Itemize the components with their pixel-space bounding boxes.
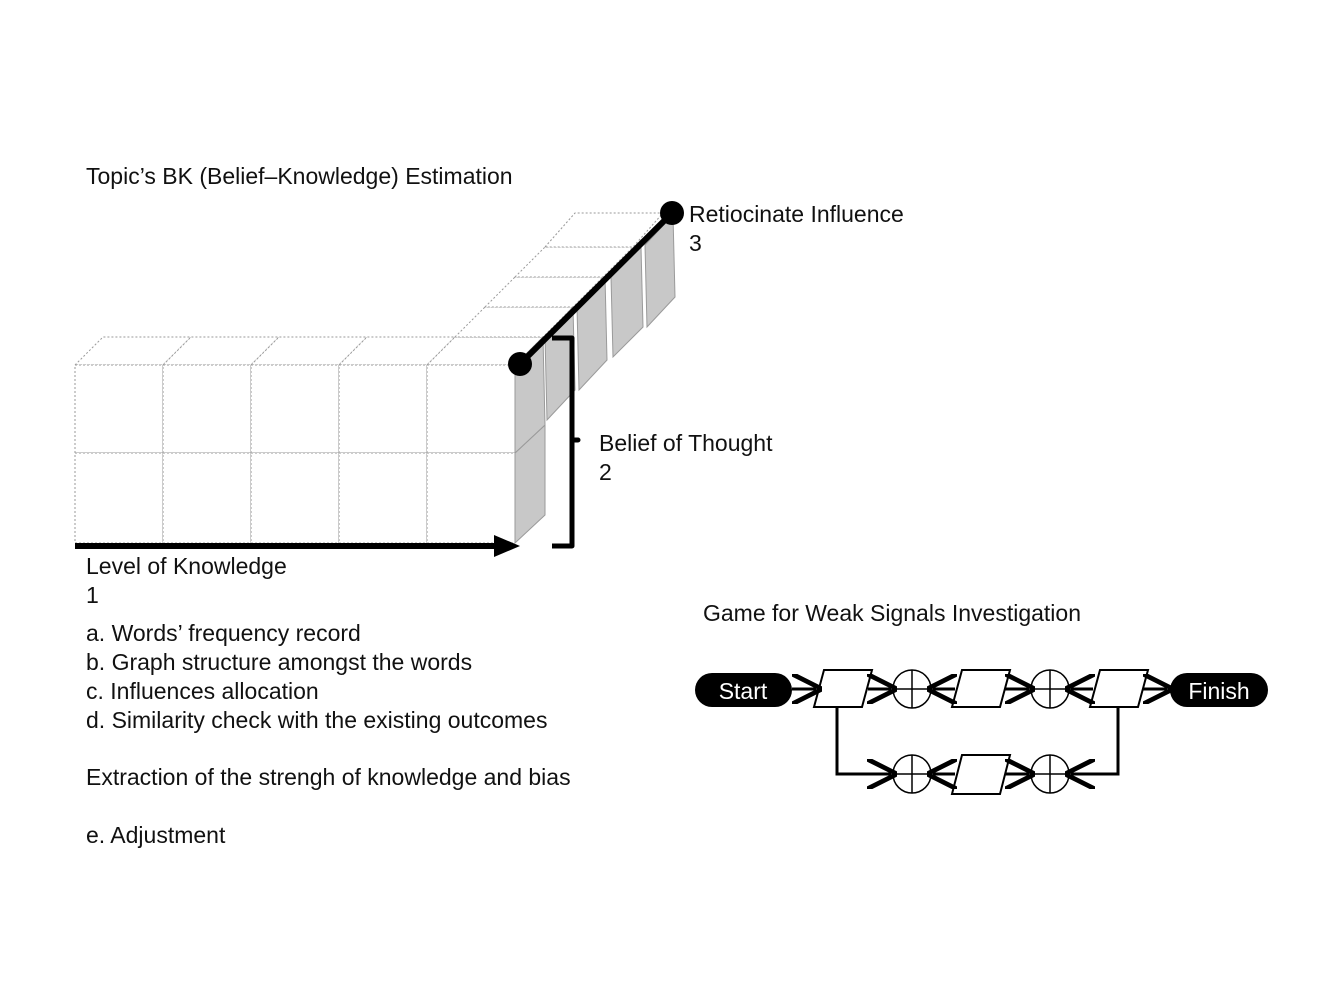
cube-side-faces bbox=[514, 213, 676, 545]
svg-text:Start: Start bbox=[719, 678, 768, 704]
adjustment-text: e. Adjustment bbox=[86, 822, 226, 848]
parallelogram-3 bbox=[1088, 669, 1150, 708]
xor-node-3 bbox=[892, 754, 932, 794]
extraction-text: Extraction of the strengh of knowledge a… bbox=[86, 764, 571, 790]
parallelogram-4 bbox=[950, 754, 1012, 795]
axis-thought-number: 2 bbox=[599, 459, 612, 485]
finish-node: Finish bbox=[1170, 673, 1268, 707]
step-c: c. Influences allocation bbox=[86, 678, 319, 704]
step-b: b. Graph structure amongst the words bbox=[86, 649, 473, 675]
bk-title: Topic’s BK (Belief–Knowledge) Estimation bbox=[86, 163, 513, 189]
axis-knowledge-label: Level of Knowledge bbox=[86, 553, 287, 579]
xor-node-1 bbox=[892, 669, 932, 709]
axis-influence-label: Retiocinate Influence bbox=[689, 201, 904, 227]
axis-influence-number: 3 bbox=[689, 230, 702, 256]
svg-text:Finish: Finish bbox=[1188, 678, 1249, 704]
parallelogram-2 bbox=[950, 669, 1012, 708]
axis-knowledge-arrow bbox=[75, 535, 520, 557]
xor-node-2 bbox=[1030, 669, 1070, 709]
axis-knowledge-number: 1 bbox=[86, 582, 99, 608]
step-d: d. Similarity check with the existing ou… bbox=[86, 707, 548, 733]
axis-thought-bracket bbox=[552, 335, 581, 549]
parallelogram-1 bbox=[812, 669, 874, 708]
axis-thought-label: Belief of Thought bbox=[599, 430, 773, 456]
game-title: Game for Weak Signals Investigation bbox=[703, 600, 1081, 626]
axis-influence-line bbox=[508, 201, 684, 376]
knowledge-cubes bbox=[73, 212, 665, 544]
xor-node-4 bbox=[1030, 754, 1070, 794]
flow-connectors bbox=[792, 689, 1167, 774]
step-a: a. Words’ frequency record bbox=[86, 620, 361, 646]
start-node: Start bbox=[695, 673, 792, 707]
